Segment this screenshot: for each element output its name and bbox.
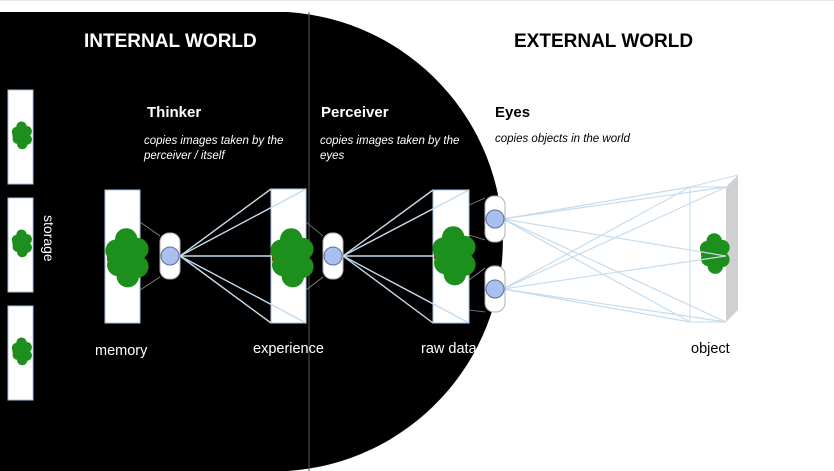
thinker-description: copies images taken by the perceiver / i… — [144, 135, 284, 162]
external-world-heading: EXTERNAL WORLD — [514, 31, 694, 52]
thinker-lens — [159, 232, 181, 280]
perceiver-lens — [322, 232, 344, 280]
perceiver-title: Perceiver — [321, 104, 389, 121]
frame-lens-connectors — [139, 197, 486, 313]
eye-upper-lens — [484, 195, 506, 243]
storage-frames — [7, 89, 34, 401]
object-label: object — [691, 341, 730, 357]
experience-label: experience — [253, 341, 324, 357]
eyes-description: copies objects in the world — [495, 133, 630, 145]
thinker-sight-lines — [179, 188, 307, 324]
internal-world-heading: INTERNAL WORLD — [84, 31, 257, 52]
perceiver-description: copies images taken by the eyes — [320, 135, 460, 162]
raw-data-label: raw data — [421, 341, 477, 357]
eye-lower-lens — [484, 265, 506, 313]
memory-label: memory — [95, 343, 148, 359]
thinker-title: Thinker — [147, 104, 202, 121]
eyes-title: Eyes — [495, 104, 531, 121]
storage-label: storage — [41, 215, 57, 262]
memory-frame — [104, 189, 149, 324]
eyes-sight-lines — [502, 186, 727, 323]
raw-data-frame — [432, 189, 476, 324]
internal-world-background — [0, 12, 503, 471]
perceiver-sight-lines — [342, 189, 470, 324]
